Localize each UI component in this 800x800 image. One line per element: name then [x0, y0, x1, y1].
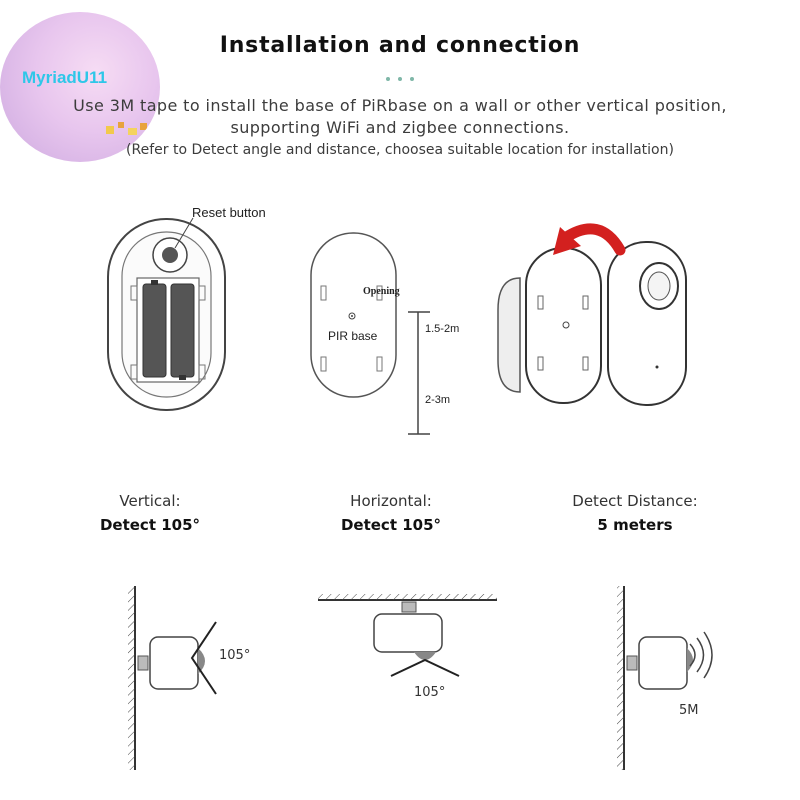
watermark-text: MyriadU11: [22, 68, 108, 87]
distance-label: 5M: [679, 703, 699, 718]
pir-base-label: PIR base: [328, 329, 378, 343]
height-lower-label: 2-3m: [425, 394, 451, 406]
pir-base-diagram: [310, 232, 430, 435]
height-upper-label: 1.5-2m: [425, 323, 460, 335]
mounting-diagram: [497, 223, 687, 406]
instruction-line-2: supporting WiFi and zigbee connections.: [230, 118, 570, 137]
reset-button-icon: [162, 247, 178, 263]
battery-compartment-diagram: [107, 217, 226, 411]
opening-label: Opening: [363, 286, 400, 297]
vertical-detection-diagram: [128, 586, 217, 770]
battery-icon: [142, 283, 167, 378]
spec-heading-distance: Detect Distance:: [572, 492, 698, 510]
sensor-body: [607, 241, 687, 406]
title-divider-dots: [386, 77, 414, 81]
spec-value-distance: 5 meters: [597, 516, 673, 534]
signal-waves-icon: [689, 631, 713, 679]
spec-heading-horizontal: Horizontal:: [350, 492, 432, 510]
vertical-angle-label: 105°: [219, 648, 251, 663]
horizontal-angle-label: 105°: [414, 685, 446, 700]
instruction-note: (Refer to Detect angle and distance, cho…: [126, 142, 674, 158]
detect-distance-diagram: [617, 586, 713, 770]
instruction-line-1: Use 3M tape to install the base of PiRba…: [73, 96, 727, 115]
attach-arrow-icon: [559, 223, 626, 256]
battery-icon: [170, 283, 195, 378]
watermark-badge: [0, 12, 160, 162]
page-title: Installation and connection: [219, 33, 581, 58]
spec-value-vertical: Detect 105°: [99, 516, 201, 534]
horizontal-detection-diagram: [318, 594, 497, 677]
spec-value-horizontal: Detect 105°: [340, 516, 442, 534]
watermark-decoration: [106, 122, 147, 135]
spec-heading-vertical: Vertical:: [119, 492, 181, 510]
reset-button-label: Reset button: [192, 205, 266, 220]
